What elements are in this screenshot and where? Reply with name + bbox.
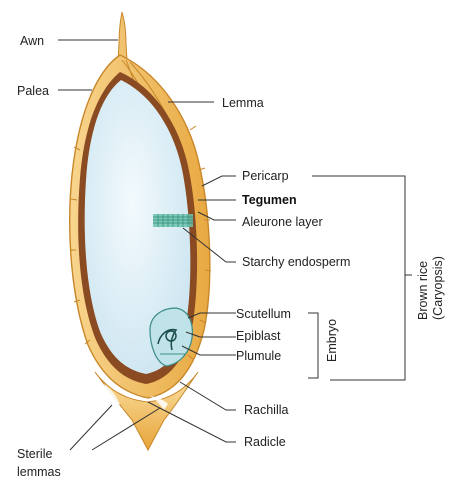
label-awn: Awn [20,34,44,48]
label-scutellum: Scutellum [236,307,291,321]
label-sterile-lemmas-2: lemmas [17,465,61,479]
awn-shape [118,12,127,60]
label-radicle: Radicle [244,435,286,449]
label-pericarp: Pericarp [242,169,289,183]
label-sterile-lemmas-1: Sterile [17,447,52,461]
label-epiblast: Epiblast [236,329,281,343]
label-aleurone-layer: Aleurone layer [242,215,323,229]
label-rachilla: Rachilla [244,403,289,417]
label-brown-rice: Brown rice [416,261,430,320]
label-caryopsis: (Caryopsis) [431,256,445,320]
label-starchy-endosperm: Starchy endosperm [242,255,350,269]
label-embryo: Embryo [325,319,339,362]
label-tegumen: Tegumen [242,193,297,207]
label-palea: Palea [17,84,49,98]
label-plumule: Plumule [236,349,281,363]
label-lemma: Lemma [222,96,264,110]
embryo-bracket [308,313,318,378]
aleurone-patch [153,214,193,227]
leader-pericarp [202,176,236,186]
